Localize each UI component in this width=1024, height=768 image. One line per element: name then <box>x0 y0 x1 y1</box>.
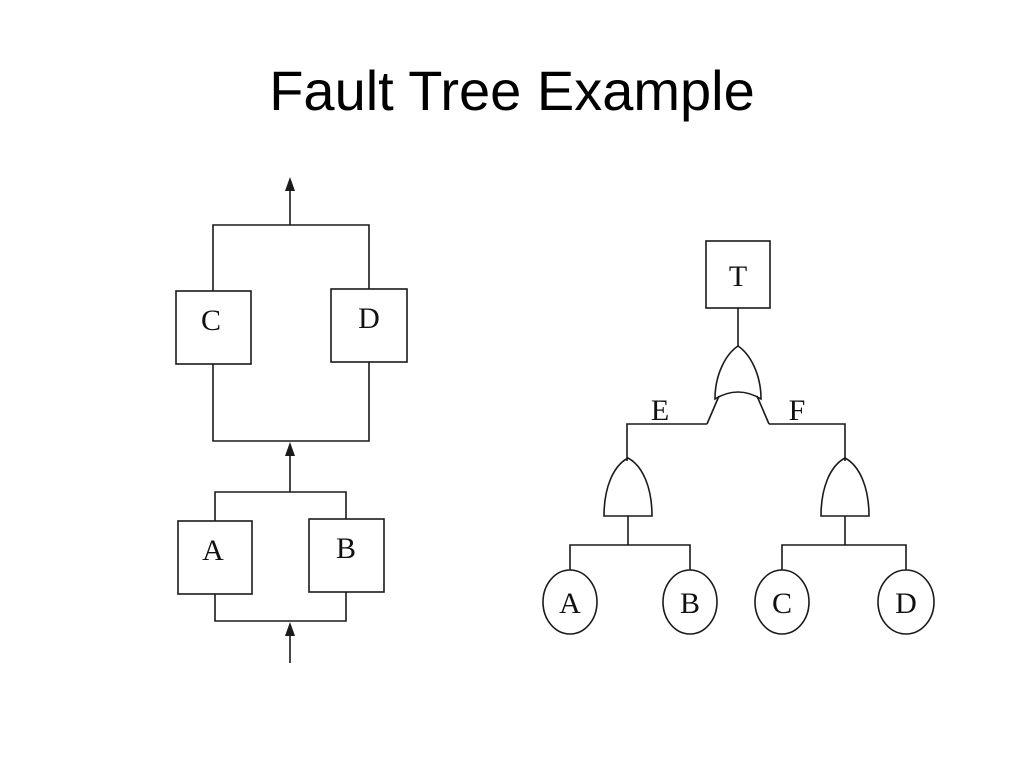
fault-tree-diagram: T E F A <box>542 240 935 635</box>
basic-event-a <box>542 569 598 635</box>
right-children-bracket <box>781 544 907 570</box>
ab-top-bracket <box>214 491 347 521</box>
cd-bottom-bracket <box>212 362 370 442</box>
block-label-c: C <box>201 304 221 337</box>
basic-event-label-d: D <box>895 587 917 620</box>
gate-label-f: F <box>789 394 806 427</box>
basic-event-b <box>662 569 718 635</box>
block-label-b: B <box>336 532 356 565</box>
and-gate-left-icon <box>603 457 653 517</box>
block-diagram: C D A B <box>175 177 408 663</box>
left-children-bracket <box>569 544 691 570</box>
block-label-a: A <box>202 534 224 567</box>
branch-left-line <box>626 423 707 461</box>
ab-bottom-bracket <box>214 592 347 622</box>
basic-event-c <box>754 569 810 635</box>
slide-title: Fault Tree Example <box>269 59 755 122</box>
gate-label-e: E <box>651 394 669 427</box>
cd-top-bracket <box>212 224 370 291</box>
top-event-label: T <box>729 260 747 293</box>
basic-event-d <box>877 569 935 635</box>
branch-right-line <box>769 423 846 461</box>
middle-arrow-up-icon <box>285 442 295 456</box>
basic-event-label-b: B <box>680 587 700 620</box>
basic-event-label-c: C <box>772 587 792 620</box>
and-gate-right-icon <box>820 457 870 517</box>
basic-event-label-a: A <box>559 587 581 620</box>
or-gate-right-leg <box>756 395 770 425</box>
bottom-arrow-up-icon <box>285 622 295 636</box>
top-arrow-up-icon <box>285 177 295 191</box>
or-gate-icon <box>714 345 762 401</box>
block-label-d: D <box>358 302 380 335</box>
or-gate-left-leg <box>706 395 720 425</box>
